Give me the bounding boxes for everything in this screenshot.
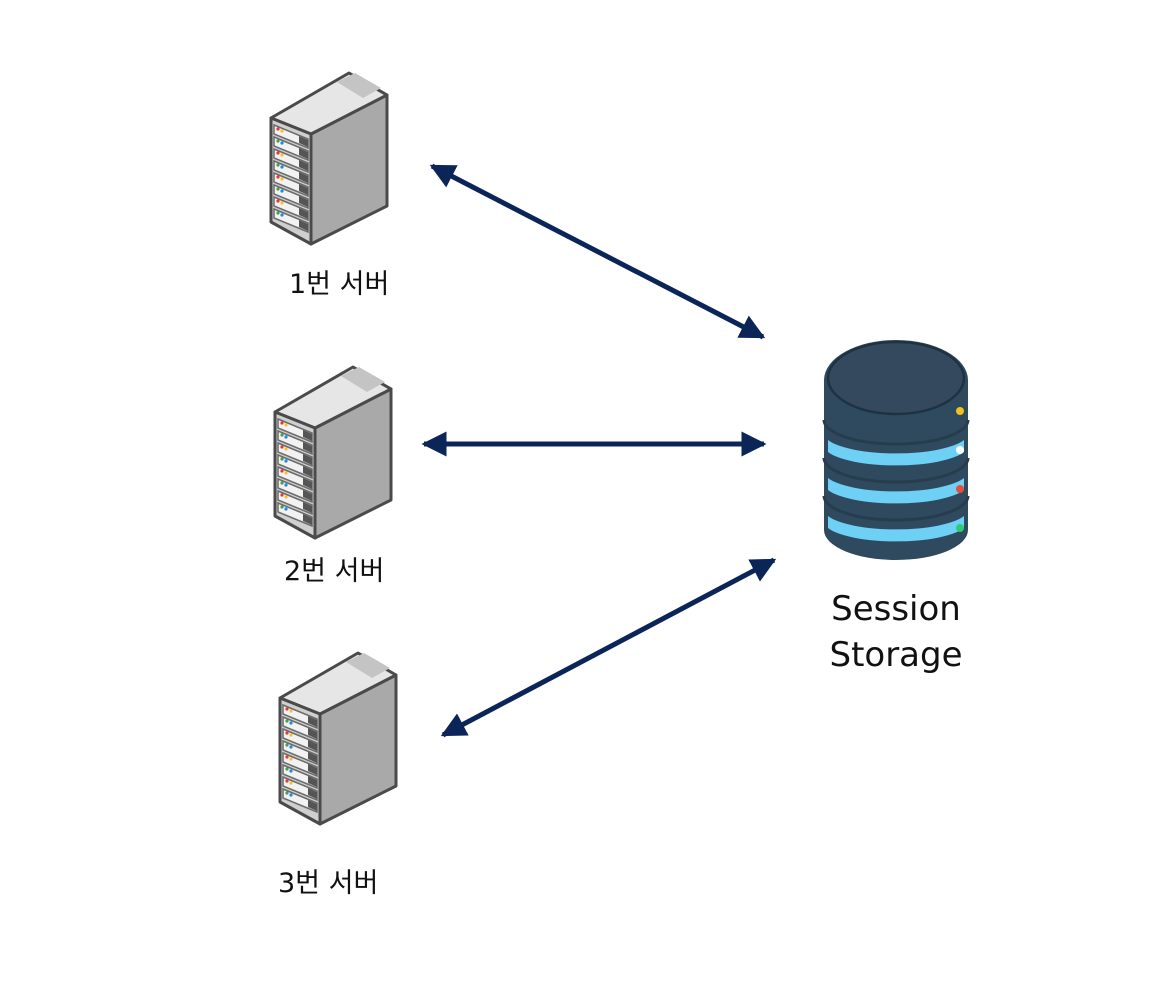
server-3-label: 3번 서버 [278,868,379,899]
server-1-label: 1번 서버 [289,269,390,300]
storage-label-line1: Session [831,589,961,629]
server-2-label: 2번 서버 [284,556,385,587]
connection-arrow-server-1 [429,163,766,340]
server-icon [278,651,398,826]
session-storage-label: Session Storage [826,586,966,678]
database-icon [822,340,970,560]
storage-label-line2: Storage [829,635,963,675]
server-icon [273,365,393,540]
connection-arrow-server-3 [440,557,777,738]
server-icon [269,71,389,246]
